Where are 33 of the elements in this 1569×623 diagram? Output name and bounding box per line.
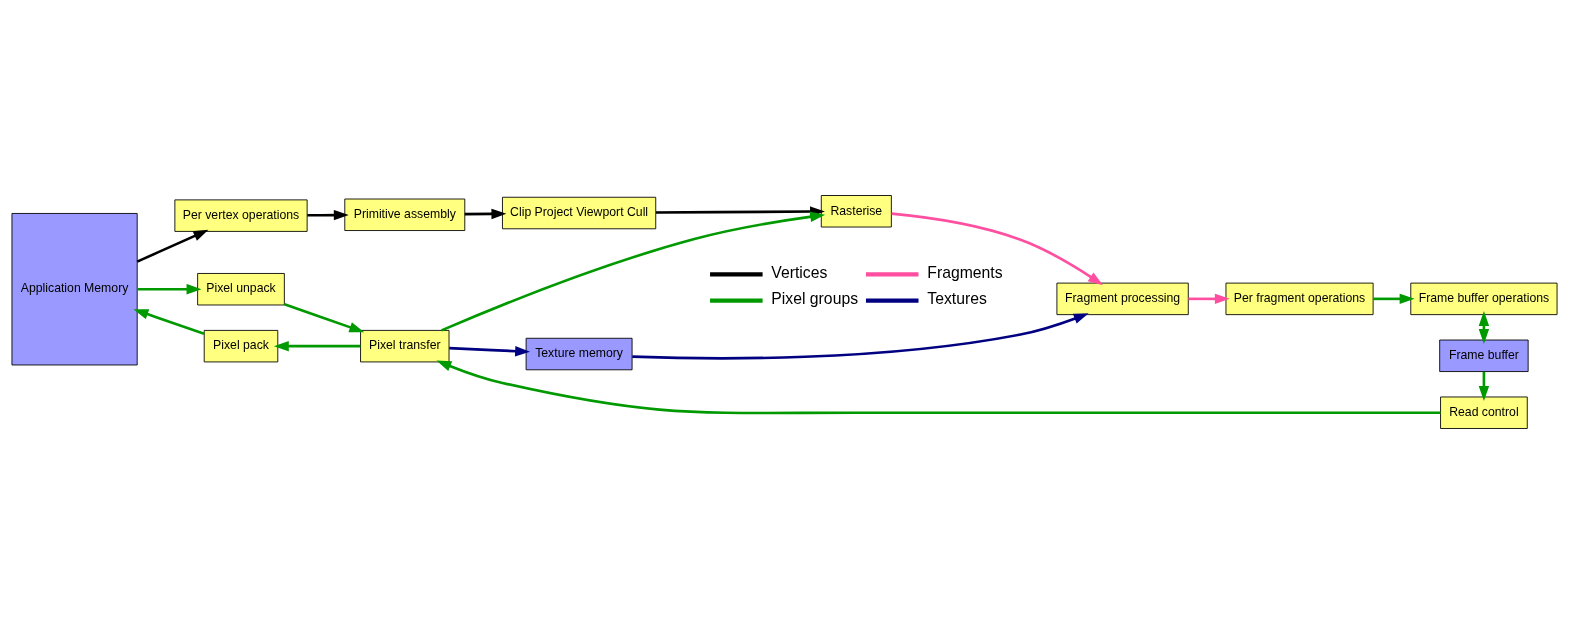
arrow bbox=[441, 211, 826, 332]
node-box: Read control bbox=[1440, 396, 1528, 429]
node-box: Per vertex operations bbox=[174, 198, 308, 232]
arrow bbox=[273, 340, 361, 351]
legend-label: Fragments bbox=[927, 263, 1003, 281]
legend-label: Textures bbox=[927, 289, 987, 307]
node-box: Per fragment operations bbox=[1225, 282, 1374, 315]
arrow bbox=[133, 308, 205, 335]
arrow bbox=[136, 229, 209, 263]
arrow bbox=[137, 283, 202, 294]
arrow bbox=[284, 302, 365, 332]
arrow bbox=[1478, 310, 1490, 344]
arrow bbox=[436, 359, 1441, 414]
legend-label: Vertices bbox=[771, 263, 828, 281]
node-box: Frame buffer operations bbox=[1410, 282, 1558, 315]
node-box: Pixel pack bbox=[203, 329, 279, 362]
arrow bbox=[1188, 293, 1230, 304]
node-box: Pixel transfer bbox=[360, 329, 450, 362]
node-box: Pixel unpack bbox=[197, 272, 285, 305]
node-box: Primitive assembly bbox=[344, 198, 466, 231]
node-box: Clip Project Viewport Cull bbox=[502, 196, 657, 229]
arrow bbox=[891, 211, 1103, 285]
arrow bbox=[464, 208, 507, 219]
arrow bbox=[1373, 293, 1415, 304]
arrow bbox=[449, 345, 531, 356]
node-box: Application Memory bbox=[11, 212, 138, 365]
node-box: Texture memory bbox=[525, 337, 633, 370]
node-box: Rasterise bbox=[820, 194, 892, 227]
node-box: Fragment processing bbox=[1056, 282, 1189, 315]
arrow bbox=[632, 312, 1089, 360]
node-box: Frame buffer bbox=[1439, 339, 1529, 372]
arrow bbox=[307, 209, 349, 220]
legend-label: Pixel groups bbox=[771, 289, 859, 307]
